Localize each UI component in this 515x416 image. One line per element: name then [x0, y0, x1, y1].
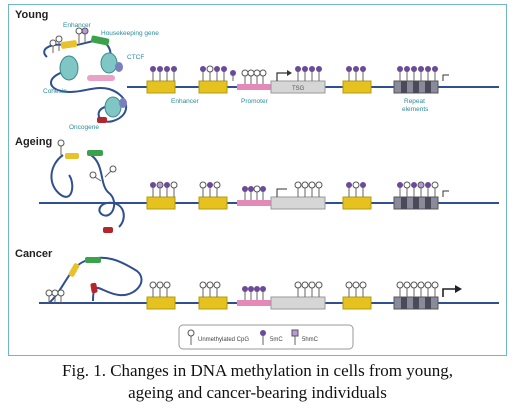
caption-line-2: ageing and cancer-bearing individuals	[128, 383, 387, 402]
dna-loop	[90, 154, 125, 228]
repeat-band	[401, 297, 407, 309]
ctcf-protein	[119, 98, 127, 108]
panel-young: Young Enhancer Housekeeping gene CTCF Co…	[15, 9, 499, 131]
legend-unmethylated-marker	[187, 329, 195, 337]
gene-box	[146, 80, 176, 94]
tsg-box	[270, 296, 326, 310]
enhancer-element	[65, 153, 79, 159]
transcription-arrow	[276, 72, 287, 81]
caption-line-1: Fig. 1. Changes in DNA methylation in ce…	[62, 361, 453, 380]
panel-cancer: Cancer	[15, 248, 499, 310]
repeat-band	[413, 297, 419, 309]
repeat-band	[425, 297, 431, 309]
repeat-band	[425, 81, 431, 93]
panel-title-young: Young	[15, 9, 48, 21]
ctcf-protein	[115, 62, 123, 72]
gene-box	[198, 196, 228, 210]
oncogene-element	[97, 117, 107, 123]
transcription-arrow	[442, 288, 455, 297]
repeat-band	[413, 197, 419, 209]
cpg-group	[57, 139, 117, 182]
transcription-arrow-head	[455, 285, 462, 293]
label-enhancer: Enhancer	[63, 22, 92, 29]
label-ctcf: CTCF	[127, 54, 144, 61]
tsg-box	[270, 196, 326, 210]
legend: Unmethylated CpG 5mC 5hmC	[178, 324, 354, 350]
transcription-arrow	[442, 74, 449, 81]
label-repeat: Repeat	[404, 98, 425, 105]
legend-5hmc-label: 5hmC	[302, 337, 319, 343]
cpg-group	[45, 289, 65, 303]
repeat-band	[401, 197, 407, 209]
repeat-band	[401, 81, 407, 93]
label-enhancer-2: Enhancer	[171, 98, 200, 105]
oncogene-element	[103, 227, 113, 233]
gene-box	[198, 296, 228, 310]
housekeeping-gene-element	[90, 35, 110, 46]
transcription-arrow	[442, 190, 449, 197]
legend-unmethylated-label: Unmethylated CpG	[198, 337, 249, 343]
cohesin-ring	[59, 55, 79, 81]
cpg-group	[150, 181, 439, 200]
label-housekeeping-gene: Housekeeping gene	[101, 30, 159, 37]
dna-loop	[50, 154, 74, 198]
label-cohesin: Cohesin	[43, 88, 67, 95]
dna-loop	[48, 256, 143, 304]
cpg-group	[150, 65, 438, 84]
panel-ageing: Ageing	[15, 136, 499, 233]
label-tsg: TSG	[292, 86, 305, 92]
legend-5hmc-marker	[291, 329, 299, 337]
label-elements: elements	[402, 106, 429, 113]
enhancer-element	[60, 40, 78, 49]
promoter-loop	[87, 75, 115, 81]
figure-caption: Fig. 1. Changes in DNA methylation in ce…	[0, 360, 515, 404]
cohesin-ring	[104, 96, 122, 118]
promoter-region	[237, 300, 271, 306]
promoter-region	[237, 200, 271, 206]
oncogene-element	[90, 282, 98, 294]
transcription-arrow	[276, 188, 287, 197]
cohesin-ring	[100, 52, 118, 74]
repeat-band	[425, 197, 431, 209]
dna-methylation-figure: Young Enhancer Housekeeping gene CTCF Co…	[8, 4, 507, 356]
cpg-group	[149, 281, 439, 300]
panel-title-ageing: Ageing	[15, 136, 52, 148]
enhancer-element	[68, 263, 80, 277]
transcription-arrow-head	[287, 70, 292, 76]
gene-box	[342, 296, 372, 310]
legend-box	[178, 324, 354, 350]
legend-5mc-marker	[260, 330, 266, 336]
promoter-region	[237, 84, 271, 90]
gene-box	[146, 196, 176, 210]
gene-box	[342, 80, 372, 94]
gene-box	[198, 80, 228, 94]
label-oncogene: Oncogene	[69, 124, 99, 131]
gene-box	[146, 296, 176, 310]
label-promoter: Promoter	[241, 98, 269, 105]
cpg-group	[49, 27, 89, 53]
repeat-band	[413, 81, 419, 93]
housekeeping-gene-element	[85, 257, 101, 263]
panel-title-cancer: Cancer	[15, 248, 53, 260]
legend-5mc-label: 5mC	[270, 337, 283, 343]
gene-box	[342, 196, 372, 210]
housekeeping-gene-element	[87, 150, 103, 156]
